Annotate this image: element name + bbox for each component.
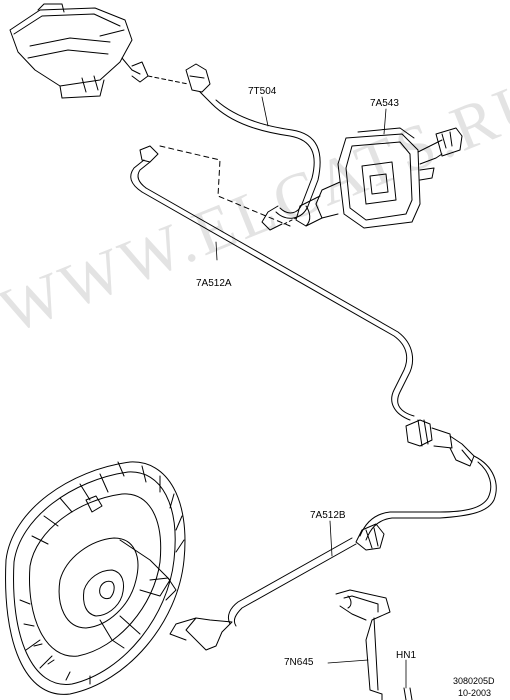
- line-7a512b: [169, 455, 497, 651]
- line-7a512a-dashed: [159, 145, 291, 227]
- fastener-hn1: [403, 687, 413, 700]
- clutch-assembly: [5, 461, 186, 695]
- reservoir-hose-dashed: [147, 75, 189, 85]
- callout-7a512a: 7A512A: [196, 278, 232, 289]
- bracket: [335, 589, 391, 700]
- reference-date: 10-2003: [458, 688, 492, 698]
- master-cylinder-dash: [283, 217, 297, 225]
- master-cylinder: [295, 127, 463, 229]
- callout-hn1: HN1: [396, 650, 417, 661]
- leader-lines: [215, 96, 407, 689]
- callout-7n645: 7N645: [284, 657, 314, 668]
- quick-connector: [405, 419, 475, 467]
- callout-7a512b: 7A512B: [310, 510, 346, 521]
- callout-7a543: 7A543: [370, 98, 399, 109]
- line-7a512a: [130, 145, 415, 421]
- reservoir: [9, 3, 149, 99]
- callout-7t504: 7T504: [248, 86, 277, 97]
- reference-code: 3080205D: [453, 676, 495, 686]
